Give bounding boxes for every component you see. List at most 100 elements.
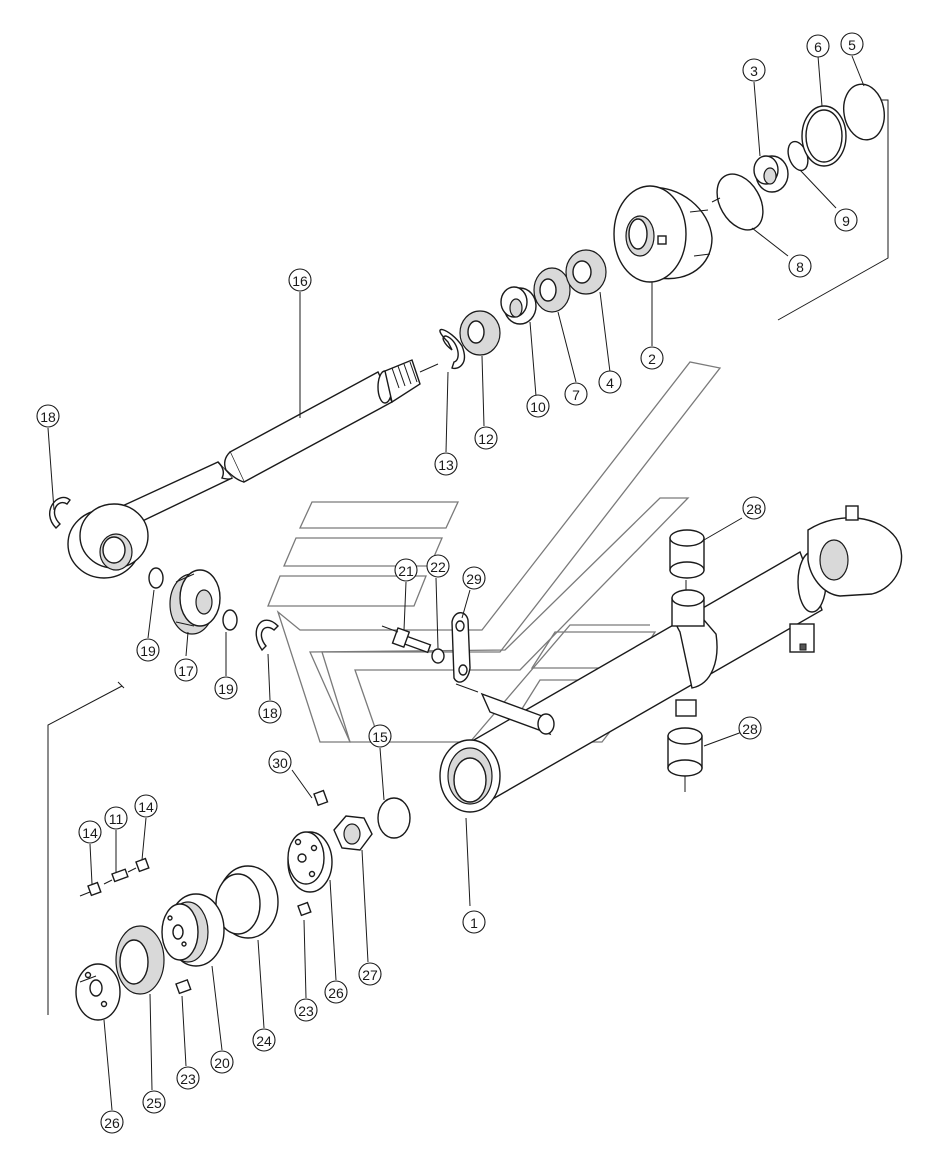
callout-c-28a: 28: [742, 496, 766, 520]
callout-c-26b: 26: [100, 1110, 124, 1134]
callout-c-30: 30: [268, 750, 292, 774]
callout-c-14a: 14: [78, 820, 102, 844]
callout-number: 2: [648, 351, 656, 367]
callout-circle: [324, 980, 348, 1004]
callout-c-15: 15: [368, 724, 392, 748]
callout-c-18b: 18: [258, 700, 282, 724]
callout-c-24: 24: [252, 1028, 276, 1052]
backup-ring-6: [801, 105, 847, 167]
callout-c-6: 6: [806, 34, 830, 58]
o-ring-8: [716, 173, 764, 231]
callout-circle: [142, 1090, 166, 1114]
callout-number: 14: [138, 799, 154, 815]
callout-circle: [474, 426, 498, 450]
bolt-21: [381, 625, 432, 654]
callout-c-10: 10: [526, 394, 550, 418]
callout-number: 16: [292, 273, 308, 289]
callout-c-17: 17: [174, 658, 198, 682]
callout-circle: [742, 496, 766, 520]
bushing-10: [500, 286, 537, 325]
callout-circle: [742, 58, 766, 82]
callout-c-22: 22: [426, 554, 450, 578]
o-ring-19b: [222, 609, 238, 631]
callout-circle: [834, 208, 858, 232]
snap-ring-13: [439, 328, 466, 370]
callout-number: 18: [40, 409, 56, 425]
callout-c-18a: 18: [36, 404, 60, 428]
callout-number: 14: [82, 825, 98, 841]
callout-number: 10: [530, 399, 546, 415]
callout-circle: [394, 558, 418, 582]
lock-plate-29: [451, 612, 471, 683]
callout-circle: [294, 998, 318, 1022]
callout-c-13: 13: [434, 452, 458, 476]
callout-circle: [564, 382, 588, 406]
callout-circle: [462, 566, 486, 590]
bushing-28-upper: [669, 529, 705, 627]
callout-c-23b: 23: [176, 1066, 200, 1090]
callout-circle: [36, 404, 60, 428]
callout-c-21: 21: [394, 558, 418, 582]
cylinder-barrel-1: [439, 505, 903, 813]
callout-circle: [252, 1028, 276, 1052]
seal-4: [565, 249, 607, 295]
callout-circle: [840, 32, 864, 56]
callout-number: 28: [746, 501, 762, 517]
callout-number: 20: [214, 1055, 230, 1071]
cylinder-head-2: [613, 185, 713, 283]
callout-circle: [358, 962, 382, 986]
callout-c-28b: 28: [738, 716, 762, 740]
callout-number: 21: [398, 563, 414, 579]
callout-number: 3: [750, 63, 758, 79]
fittings-11-14: [79, 857, 150, 897]
callout-number: 9: [842, 213, 850, 229]
callout-circle: [806, 34, 830, 58]
nut-27: [333, 815, 373, 851]
o-ring-15: [377, 797, 411, 839]
callout-circle: [268, 750, 292, 774]
callout-c-5: 5: [840, 32, 864, 56]
callout-circle: [788, 254, 812, 278]
callout-circle: [526, 394, 550, 418]
snap-ring-left: [49, 496, 71, 529]
callout-number: 26: [104, 1115, 120, 1131]
callout-circle: [100, 1110, 124, 1134]
pin-23-lower: [175, 978, 192, 995]
callout-circle: [214, 676, 238, 700]
spherical-bearing-17: [169, 569, 221, 635]
callout-number: 8: [796, 259, 804, 275]
callout-c-26a: 26: [324, 980, 348, 1004]
piston-seal-25: [115, 925, 165, 995]
snap-ring-right: [255, 619, 279, 652]
bushing-28-lower: [667, 699, 703, 792]
callout-number: 7: [572, 387, 580, 403]
callout-c-19a: 19: [136, 638, 160, 662]
wiper-seal-7: [533, 267, 571, 313]
callout-circle: [176, 1066, 200, 1090]
bushing-3: [753, 155, 789, 193]
callout-number: 30: [272, 755, 288, 771]
callout-c-27: 27: [358, 962, 382, 986]
callout-circle: [78, 820, 102, 844]
callout-number: 24: [256, 1033, 272, 1049]
callout-number: 6: [814, 39, 822, 55]
callout-c-7: 7: [564, 382, 588, 406]
callout-c-14b: 14: [134, 794, 158, 818]
callout-c-20: 20: [210, 1050, 234, 1074]
rod-seal-12: [459, 310, 501, 356]
callout-c-2: 2: [640, 346, 664, 370]
callout-leaders: [47, 55, 865, 1111]
callout-circle: [174, 658, 198, 682]
callout-c-23a: 23: [294, 998, 318, 1022]
callout-c-3: 3: [742, 58, 766, 82]
callout-number: 1: [470, 915, 478, 931]
callout-number: 15: [372, 729, 388, 745]
callout-circle: [134, 794, 158, 818]
callout-number: 13: [438, 457, 454, 473]
callout-circle: [104, 806, 128, 830]
callout-number: 29: [466, 571, 482, 587]
callout-number: 19: [140, 643, 156, 659]
callout-number: 27: [362, 967, 378, 983]
callout-number: 18: [262, 705, 278, 721]
